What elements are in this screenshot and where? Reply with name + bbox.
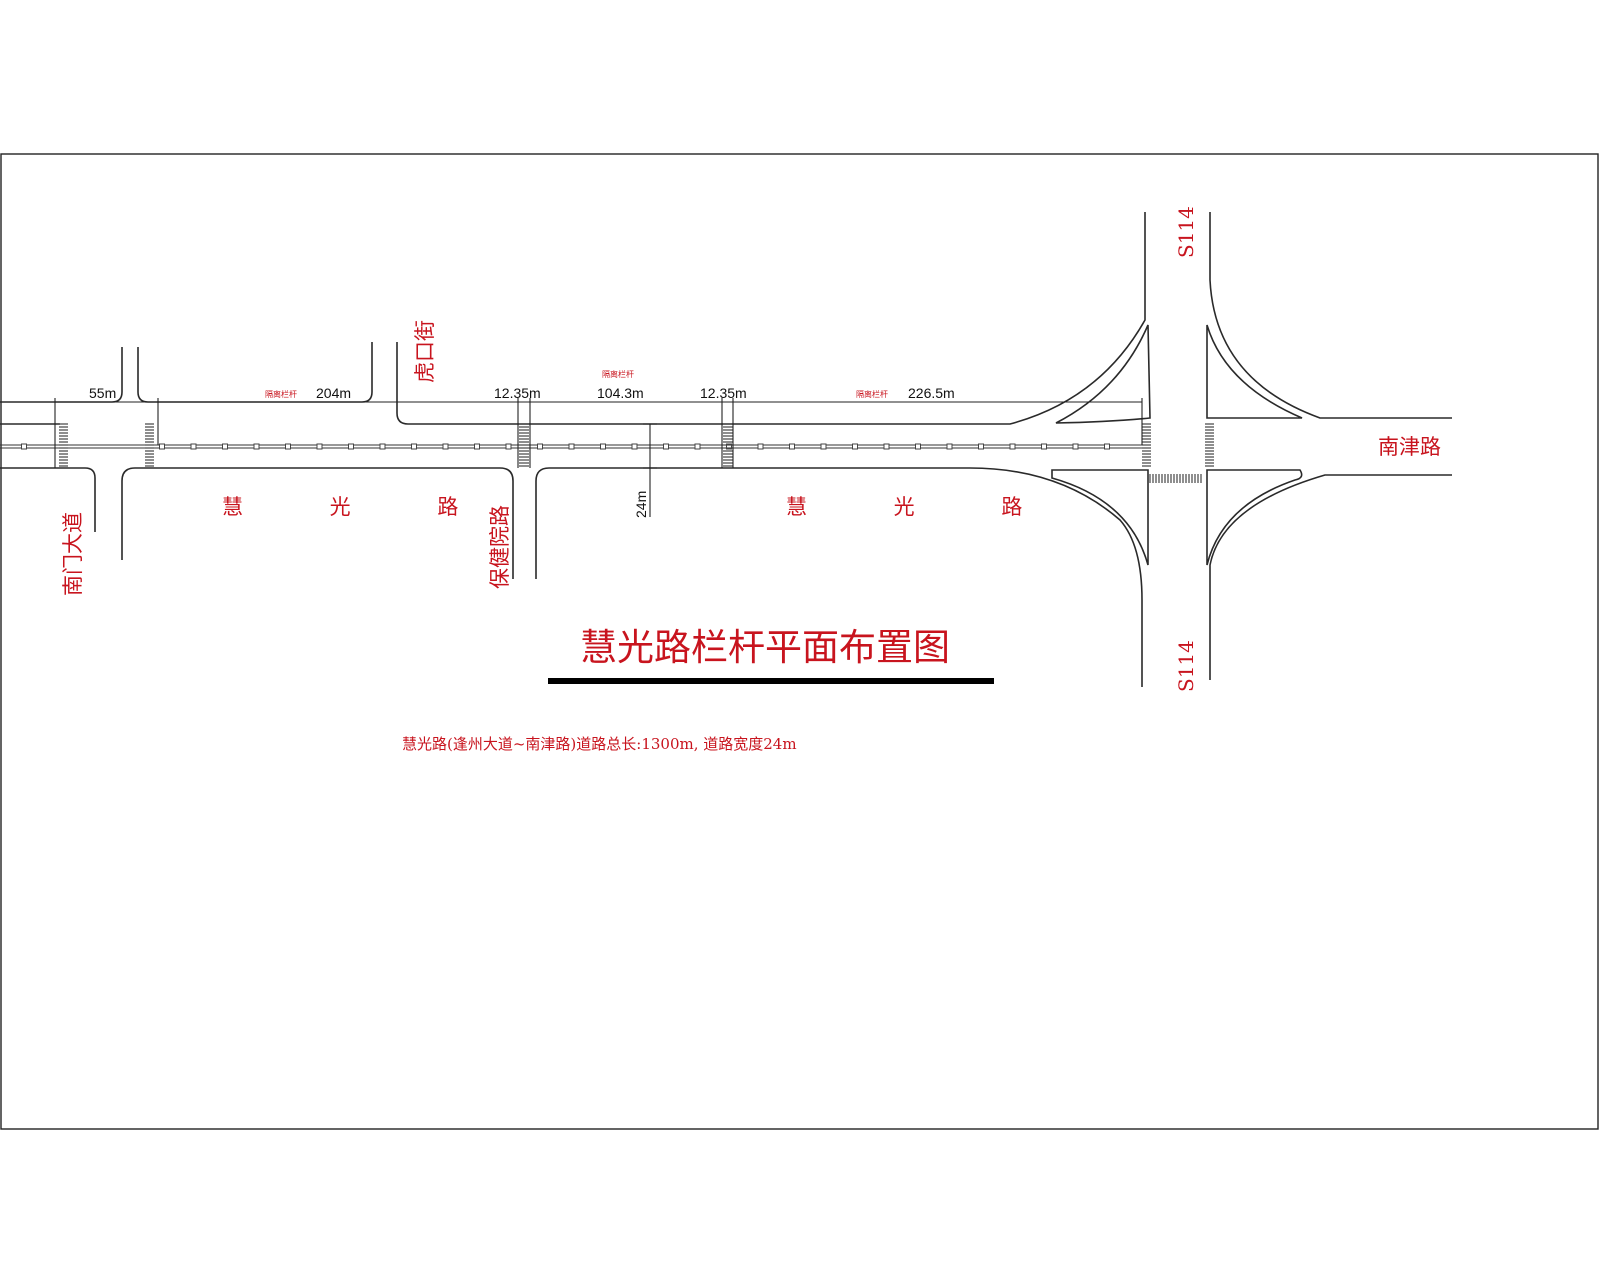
crosswalk-baojian xyxy=(519,423,529,467)
road-edge-bottom-3 xyxy=(535,467,1143,687)
dim-label-55: 55m xyxy=(89,385,116,401)
dim-label-104: 104.3m xyxy=(597,385,644,401)
median-guardrail xyxy=(0,443,1148,450)
guardrail-post xyxy=(253,443,260,450)
road-length-note: 慧光路(逢州大道~南津路)道路总长:1300m, 道路宽度24m xyxy=(402,735,797,753)
guardrail-post xyxy=(789,443,795,450)
guardrail-post xyxy=(411,443,417,450)
dim-label-12-b: 12.35m xyxy=(700,385,747,401)
guardrail-post xyxy=(1104,443,1110,450)
road-label-s114-bottom: S114 xyxy=(1174,640,1198,692)
road-label-hukou: 虎口街 xyxy=(413,320,437,383)
road-label-s114-top: S114 xyxy=(1174,206,1198,258)
guardrail-post xyxy=(1072,443,1079,450)
road-label-main-right: 慧 光 路 xyxy=(786,495,1062,519)
main-road-edges xyxy=(0,212,1146,687)
guardrail-post xyxy=(348,443,354,450)
island-ne xyxy=(1206,324,1303,419)
guardrail-post xyxy=(1041,443,1047,450)
guardrail-post xyxy=(978,443,984,450)
guardrail-post xyxy=(663,443,669,450)
guardrail-post xyxy=(505,443,512,450)
island-nw xyxy=(1055,324,1151,424)
guardrail-post xyxy=(537,443,543,450)
east-intersection xyxy=(1051,212,1452,680)
title-underline xyxy=(548,678,994,684)
road-label-nanmen: 南门大道 xyxy=(61,512,85,596)
road-label-nanjin: 南津路 xyxy=(1378,435,1441,459)
guardrail-post xyxy=(222,443,228,450)
road-edge-bottom-1 xyxy=(0,467,96,532)
guardrail-note-a: 隔离栏杆 xyxy=(265,389,297,399)
dim-label-width: 24m xyxy=(633,491,649,518)
guardrail-post xyxy=(285,443,291,450)
crosswalk-east-south-leg xyxy=(1149,474,1202,483)
road-label-baojian: 保健院路 xyxy=(488,505,512,589)
guardrail-post xyxy=(600,443,606,450)
guardrail-post xyxy=(190,443,197,450)
crosswalk-mid xyxy=(723,423,733,467)
guardrail-post xyxy=(820,443,827,450)
guardrail-post xyxy=(883,443,890,450)
island-sw xyxy=(1051,469,1149,566)
crosswalk-nanmen xyxy=(59,423,68,467)
guardrail-post xyxy=(915,443,921,450)
road-label-main-left: 慧 光 路 xyxy=(222,495,498,519)
guardrail-post xyxy=(631,443,638,450)
guardrail-post xyxy=(159,443,165,450)
guardrail-post xyxy=(568,443,575,450)
guardrail-post xyxy=(474,443,480,450)
ne-corner-edge xyxy=(1209,212,1452,419)
road-edge-top-3 xyxy=(396,212,1146,425)
guardrail-post xyxy=(726,443,732,450)
guardrail-post xyxy=(379,443,386,450)
dimension-lines xyxy=(54,398,1143,517)
guardrail-post xyxy=(852,443,858,450)
guardrail-posts xyxy=(21,443,1110,450)
guardrail-post xyxy=(316,443,323,450)
crosswalks xyxy=(59,423,1214,483)
dim-label-204: 204m xyxy=(316,385,351,401)
road-edge-bottom-2 xyxy=(121,467,514,579)
crosswalk-east-east-leg xyxy=(1205,423,1214,467)
guardrail-post xyxy=(1009,443,1016,450)
se-corner-edge xyxy=(1209,474,1452,680)
guardrail-post xyxy=(21,443,27,450)
sheet-border xyxy=(0,153,1599,1130)
dim-label-12-a: 12.35m xyxy=(494,385,541,401)
guardrail-post xyxy=(757,443,764,450)
dim-label-226: 226.5m xyxy=(908,385,955,401)
guardrail-note-b: 隔离栏杆 xyxy=(602,369,634,379)
island-se xyxy=(1206,469,1303,566)
drawing-title: 慧光路栏杆平面布置图 xyxy=(580,626,950,669)
guardrail-post xyxy=(694,443,701,450)
guardrail-post xyxy=(946,443,953,450)
crosswalk-east-west-leg xyxy=(1142,423,1151,467)
crosswalk-west-2 xyxy=(145,423,154,467)
guardrail-post xyxy=(442,443,449,450)
guardrail-note-c: 隔离栏杆 xyxy=(856,389,888,399)
